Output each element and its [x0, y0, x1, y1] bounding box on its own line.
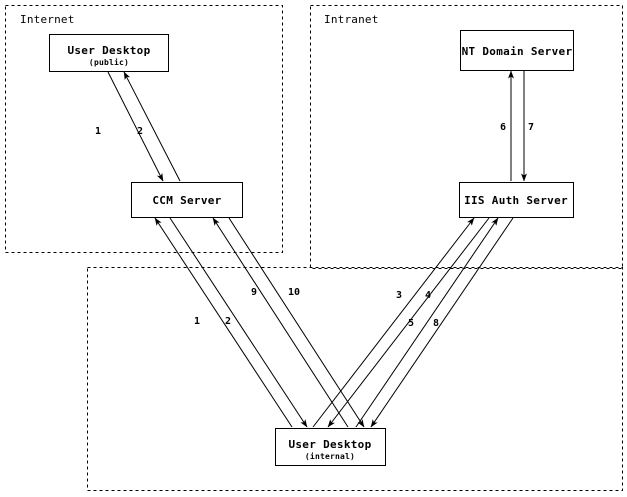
edge-label-10: 10 [288, 287, 300, 298]
node-iis-auth-server-box[interactable] [458, 181, 575, 219]
node-ccm-server[interactable]: CCM Server [130, 181, 244, 219]
edge-label-8: 8 [433, 318, 439, 329]
node-user-desktop-internal-subtitle: (internal) [305, 451, 355, 461]
zone-boundaries [5, 5, 623, 491]
edge-label-5: 5 [408, 318, 414, 329]
zone-intranet-border [310, 5, 623, 269]
node-ccm-server-box[interactable] [130, 181, 244, 219]
node-user-desktop-internal-title: User Desktop [288, 438, 371, 451]
node-user-desktop-public-box[interactable] [48, 33, 170, 73]
flow-line-1 [107, 71, 164, 182]
node-iis-auth-server-title: IIS Auth Server [464, 194, 568, 207]
node-nt-domain-server-title: NT Domain Server [462, 45, 573, 58]
flow-line-2 [123, 71, 181, 182]
zone-internet-border [5, 5, 283, 253]
flow-line-8 [370, 217, 514, 428]
zone-internal-border [87, 267, 623, 491]
flow-line-5 [355, 217, 499, 428]
node-nt-domain-server[interactable]: NT Domain Server [459, 29, 575, 72]
zone-label-internet: Internet [20, 13, 75, 26]
edge-label-2-internal: 2 [225, 316, 231, 327]
edge-label-2: 2 [137, 126, 143, 137]
flow-line-10 [228, 217, 365, 428]
node-nt-domain-server-box[interactable] [459, 29, 575, 72]
flow-line-9 [212, 217, 349, 428]
node-user-desktop-public-subtitle: (public) [89, 57, 129, 67]
edge-labels: 1 2 6 7 1 2 9 10 3 4 5 8 [95, 122, 534, 329]
flow-line-2-internal [169, 217, 308, 428]
edge-label-3: 3 [396, 290, 402, 301]
flow-line-3 [312, 217, 475, 428]
node-user-desktop-public[interactable]: User Desktop (public) [48, 33, 170, 73]
nodes: User Desktop (public) CCM Server NT Doma… [48, 29, 575, 467]
node-user-desktop-internal-box[interactable] [274, 427, 387, 467]
node-ccm-server-title: CCM Server [152, 194, 221, 207]
edge-label-9: 9 [251, 287, 257, 298]
zone-label-intranet: Intranet [324, 13, 379, 26]
flow-line-1-internal [154, 217, 293, 428]
edge-label-1-internal: 1 [194, 316, 200, 327]
node-iis-auth-server[interactable]: IIS Auth Server [458, 181, 575, 219]
edge-label-6: 6 [500, 122, 506, 133]
flow-line-4 [327, 217, 490, 428]
edge-label-1: 1 [95, 126, 101, 137]
flow-lines [107, 70, 527, 428]
node-user-desktop-public-title: User Desktop [67, 44, 150, 57]
edge-label-7: 7 [528, 122, 534, 133]
node-user-desktop-internal[interactable]: User Desktop (internal) [274, 427, 387, 467]
edge-label-4: 4 [425, 290, 431, 301]
